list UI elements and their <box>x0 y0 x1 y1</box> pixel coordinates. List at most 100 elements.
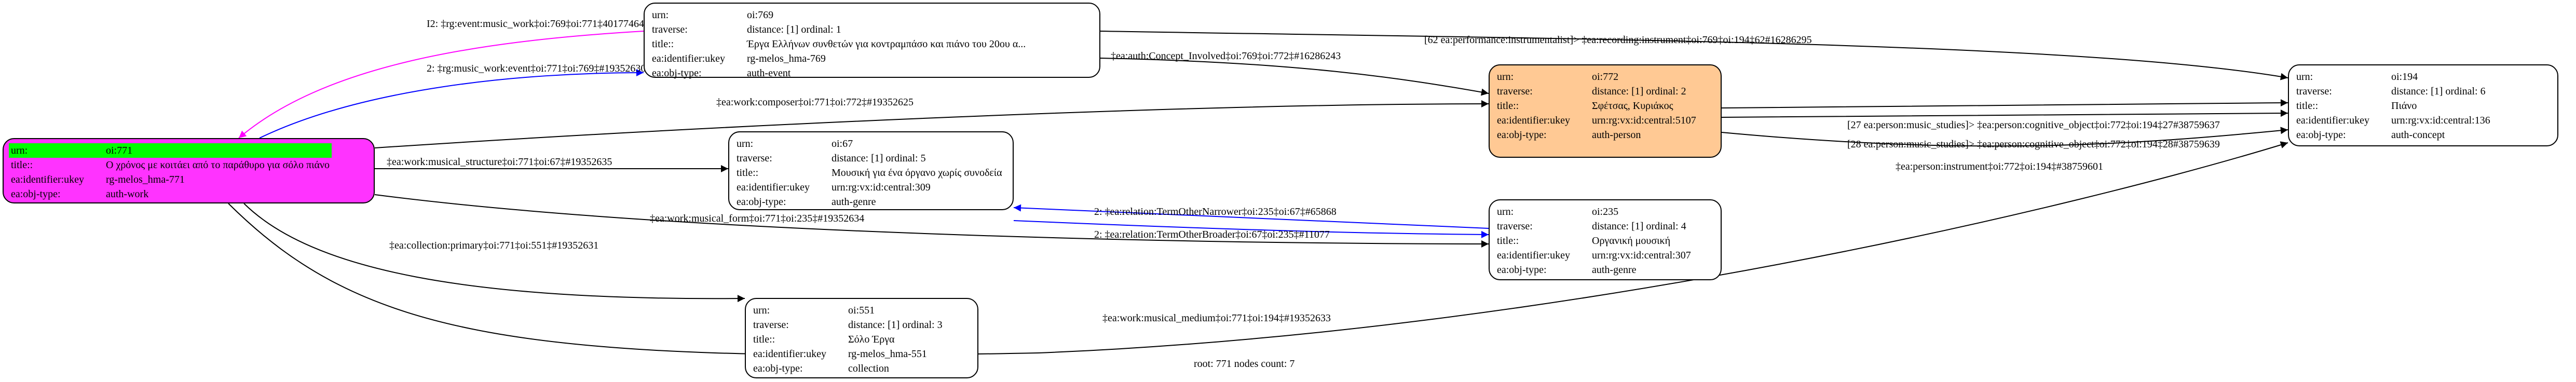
edge-772-to-194[interactable] <box>1721 127 2288 147</box>
field-value: distance: [1] ordinal: 3 <box>848 319 943 331</box>
node-field-row: ea:obj-type: auth-concept <box>2294 128 2492 142</box>
node-field-row: title::Ο χρόνος με κοιτάει από το παράθυ… <box>9 158 332 172</box>
field-value: auth-work <box>106 188 149 200</box>
edge-label: ‡ea:work:musical_medium‡oi:771‡oi:194‡#1… <box>1102 312 1331 324</box>
field-value: urn:rg:vx:id:central:309 <box>832 181 931 193</box>
field-value: Έργα Ελλήνων συνθετών για κοντραμπάσο κα… <box>747 38 1026 50</box>
edge-771-to-551[interactable] <box>243 203 745 303</box>
node-field-row: ea:obj-type: auth-event <box>650 66 1028 80</box>
edge-771-to-194[interactable] <box>228 141 2288 356</box>
field-value: urn:rg:vx:id:central:307 <box>1592 249 1691 261</box>
field-key: traverse: <box>737 152 772 164</box>
field-value: distance: [1] ordinal: 5 <box>832 152 926 164</box>
node-field-row: title::Πιάνο <box>2294 99 2492 113</box>
field-key: ea:identifier:ukey <box>1497 114 1571 126</box>
field-key: ea:obj-type: <box>11 188 61 200</box>
edge-label: ‡ea:work:musical_form‡oi:771‡oi:235‡#193… <box>650 213 864 224</box>
edge-771-to-769[interactable] <box>259 69 644 139</box>
field-key: traverse: <box>652 23 688 35</box>
edge-label: 2: ‡rg:music_work:event‡oi:771‡oi:769‡#1… <box>427 63 646 74</box>
field-key: title:: <box>2296 100 2319 112</box>
node-field-row: title::Σόλο Έργα <box>751 332 945 347</box>
node-oi-769[interactable]: urn: oi:769 traverse: distance: [1] ordinal… <box>644 3 1100 80</box>
field-key: urn: <box>9 143 104 158</box>
edge-772-to-194[interactable] <box>1721 99 2288 108</box>
field-value: auth-concept <box>2391 129 2445 141</box>
node-field-row: traverse: distance: [1] ordinal: 1 <box>650 22 1028 37</box>
node-field-row: title::Μουσική για ένα όργανο χωρίς συνο… <box>734 166 1004 180</box>
field-value: urn:rg:vx:id:central:136 <box>2391 114 2490 126</box>
edge-771-to-772[interactable] <box>374 100 1489 148</box>
node-field-row: ea:obj-type: auth-work <box>9 187 332 201</box>
field-key: ea:obj-type: <box>753 362 803 374</box>
node-field-row: ea:obj-type:auth-genre <box>1495 263 1693 277</box>
node-field-row: traverse:distance: [1] ordinal: 4 <box>1495 219 1693 234</box>
edge-769-to-772[interactable] <box>1100 58 1489 96</box>
node-field-row: ea:identifier:ukey urn:rg:vx:id:central:5… <box>1495 113 1698 128</box>
field-key: urn: <box>737 138 754 149</box>
field-value: auth-genre <box>1592 264 1637 276</box>
field-value: collection <box>848 362 889 374</box>
field-value: auth-genre <box>832 196 876 208</box>
edge-772-to-194[interactable] <box>1721 110 2288 118</box>
field-key: ea:identifier:ukey <box>737 181 810 193</box>
node-field-row: traverse:distance: [1] ordinal: 2 <box>1495 84 1698 99</box>
field-value: distance: [1] ordinal: 1 <box>747 23 841 35</box>
edge-67-to-235[interactable] <box>1013 220 1489 238</box>
node-field-row: ea:identifier:ukey urn:rg:vx:id:central:3… <box>734 180 1004 195</box>
field-value: urn:rg:vx:id:central:5107 <box>1592 114 1696 126</box>
field-key: urn: <box>1497 71 1514 83</box>
edge-label: I2: ‡rg:event:music_work‡oi:769‡oi:771‡4… <box>427 18 644 30</box>
field-value: rg-melos_hma-551 <box>848 348 927 360</box>
field-value: oi:769 <box>747 9 774 21</box>
field-key: ea:identifier:ukey <box>753 348 827 360</box>
node-field-row: traverse: distance: [1] ordinal: 5 <box>734 151 1004 166</box>
field-value: oi:194 <box>2391 71 2418 83</box>
field-value: oi:235 <box>1592 206 1619 217</box>
edge-label: ‡ea:work:musical_structure‡oi:771‡oi:67‡… <box>387 156 612 168</box>
field-key: traverse: <box>1497 85 1533 97</box>
field-value: auth-person <box>1592 129 1641 141</box>
edge-label: 2: ‡ea:relation:TermOtherNarrower‡oi:235… <box>1094 206 1337 217</box>
edge-label: ‡ea:person:instrument‡oi:772‡oi:194‡#387… <box>1896 161 2103 172</box>
field-key: urn: <box>652 9 669 21</box>
edge-label: [28 ea:person:music_studies]> ‡ea:person… <box>1847 139 2220 150</box>
edge-label: ‡ea:collection:primary‡oi:771‡oi:551‡#19… <box>389 240 598 251</box>
node-field-row: urn:oi:67 <box>734 137 1004 151</box>
field-value: Οργανική μουσική <box>1592 235 1671 247</box>
edge-769-to-771[interactable] <box>238 31 644 139</box>
edge-label: 2: ‡ea:relation:TermOtherBroader‡oi:67‡o… <box>1094 229 1330 240</box>
field-key: title:: <box>1497 100 1519 112</box>
field-value: auth-event <box>747 67 791 79</box>
field-key: ea:obj-type: <box>652 67 702 79</box>
edge-769-to-194[interactable] <box>1100 31 2288 80</box>
field-value: rg-melos_hma-769 <box>747 52 826 64</box>
node-field-row: urn:oi:771 <box>9 143 332 158</box>
graph-footer: root: 771 nodes count: 7 <box>1194 358 1295 370</box>
node-fields: urn: oi:769 traverse: distance: [1] ordinal… <box>650 8 1028 80</box>
field-key: title:: <box>737 167 759 179</box>
edge-235-to-67[interactable] <box>1013 204 1489 229</box>
node-field-row: traverse:distance: [1] ordinal: 6 <box>2294 84 2492 99</box>
node-field-row: urn:oi:551 <box>751 303 945 318</box>
field-key: ea:obj-type: <box>2296 129 2346 141</box>
edge-771-to-235[interactable] <box>374 194 1489 248</box>
node-field-row: ea:identifier:ukey rg-melos_hma-551 <box>751 347 945 361</box>
field-value: Μουσική για ένα όργανο χωρίς συνοδεία <box>832 167 1002 179</box>
node-field-row: title::Έργα Ελλήνων συνθετών για κοντραμ… <box>650 37 1028 51</box>
field-key: title:: <box>1497 235 1519 247</box>
